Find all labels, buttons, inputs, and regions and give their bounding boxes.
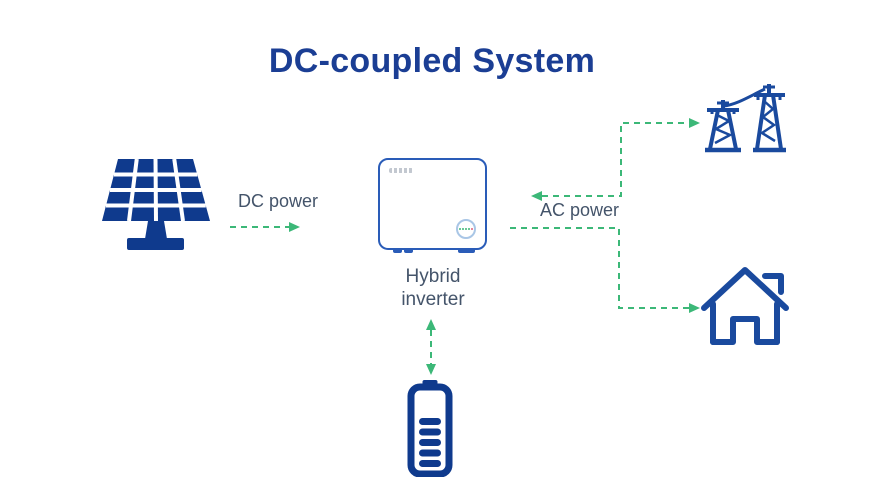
led-dot: [468, 228, 470, 230]
ac-power-label: AC power: [540, 200, 620, 220]
led-indicator-icon: [456, 219, 476, 239]
led-dot-red: [471, 228, 473, 230]
led-dot: [459, 228, 461, 230]
tower-left: [705, 100, 741, 153]
battery-icon: [407, 380, 453, 477]
inverter-connector: [458, 248, 475, 253]
battery-arrowhead-down: [426, 364, 436, 375]
house-outline: [701, 267, 789, 345]
brand-logo-mark: [389, 168, 413, 173]
house-arrowhead: [689, 303, 700, 313]
panel-pedestal: [145, 221, 167, 239]
dc-power-label: DC power: [238, 191, 319, 211]
battery-body: [407, 383, 453, 477]
panel-base: [127, 238, 184, 250]
panel-grid: [106, 159, 206, 222]
hybrid-inverter: [378, 158, 487, 253]
dc-arrowhead: [289, 222, 300, 232]
battery-arrowhead-up: [426, 319, 436, 330]
inverter-connector: [393, 248, 402, 253]
tower-right: [753, 84, 786, 153]
solar-panel-icon: [102, 159, 210, 250]
led-dot: [465, 228, 467, 230]
page-title: DC-coupled System: [268, 42, 596, 80]
grid-arrowhead-right: [689, 118, 700, 128]
house-flow-line: [510, 227, 689, 309]
transmission-tower-icon: [705, 84, 786, 153]
grid-flow-line: [542, 122, 689, 197]
led-dot: [462, 228, 464, 230]
grid-arrowhead-left: [531, 191, 542, 201]
power-wire: [723, 87, 766, 108]
battery-charge-bars: [419, 418, 441, 467]
hybrid-inverter-label: Hybrid inverter: [401, 266, 465, 310]
house-icon: [701, 267, 789, 345]
inverter-connector: [404, 248, 413, 253]
